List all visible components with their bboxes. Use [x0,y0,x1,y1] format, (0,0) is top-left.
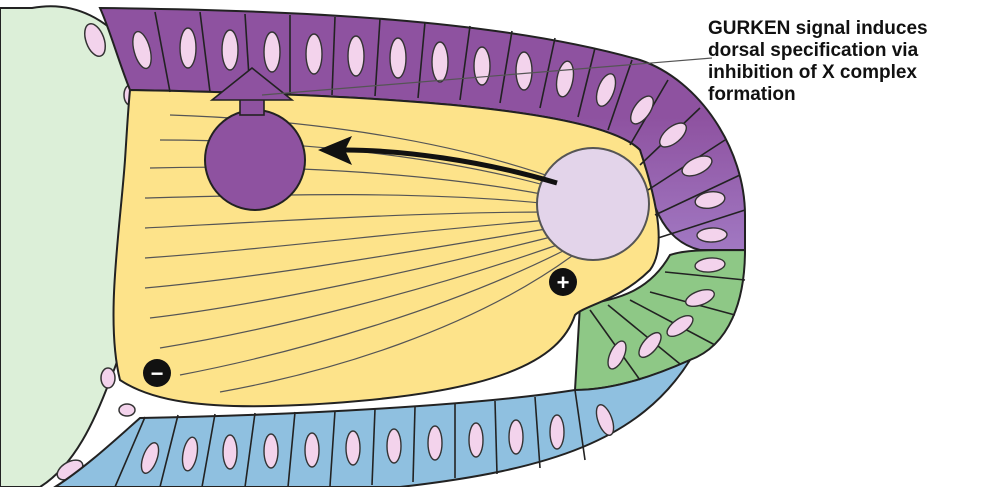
gurken-annotation: GURKEN signal induces dorsal specificati… [708,18,993,106]
annotation-line-4: formation [708,84,993,106]
minus-symbol: − [151,361,164,386]
minus-end-marker: − [143,359,171,387]
plus-end-marker: + [549,268,577,296]
annotation-line-3: inhibition of X complex [708,62,993,84]
annotation-line-2: dorsal specification via [708,40,993,62]
dorsal-anterior-nucleus [205,110,305,210]
plus-symbol: + [557,270,570,295]
annotation-line-1: GURKEN signal induces [708,18,993,40]
posterior-nucleus-origin [537,148,649,260]
